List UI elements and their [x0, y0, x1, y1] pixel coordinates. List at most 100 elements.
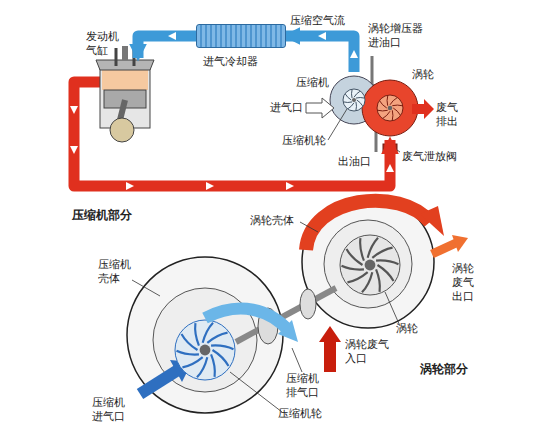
part-label: 进气口 — [270, 101, 310, 115]
wheel-blade — [195, 323, 199, 345]
wheel-disc — [340, 235, 400, 295]
part-label: 涡轮废气 入口 — [345, 338, 393, 366]
exhaust-outlet-arrow-head — [452, 235, 468, 252]
turbine-housing — [302, 196, 434, 328]
wheel-blade — [354, 91, 360, 97]
flow-arrow — [318, 32, 326, 40]
wheel-hub — [388, 106, 393, 111]
wheel-blade — [355, 102, 357, 110]
wheel — [377, 95, 403, 121]
exhaust-outlet-arrow — [432, 243, 456, 254]
turbine: 涡轮 — [370, 80, 410, 140]
exhaust-inlet-arrow — [324, 340, 336, 372]
inlet-arrow — [140, 370, 178, 394]
bearing — [300, 289, 316, 319]
exhaust-flow-arrow-head — [420, 206, 444, 236]
flow-arrow — [70, 146, 78, 154]
wheel-blade — [347, 272, 367, 282]
part-label: 涡轮增压器 进油口 — [368, 22, 428, 50]
flow-arrow — [206, 182, 214, 190]
pipe-connector — [138, 36, 196, 58]
wheel-blade — [345, 94, 351, 100]
wheel-blade — [380, 101, 387, 108]
compressed-air-arrow — [205, 309, 288, 330]
wheel-blade — [356, 97, 364, 99]
wheel-blade — [378, 110, 388, 112]
wheel-disc — [343, 89, 365, 111]
compressor-housing — [127, 257, 283, 413]
exhaust-stub — [80, 77, 102, 88]
intercooler: 进气冷却器 — [196, 24, 286, 48]
wheel — [343, 89, 365, 111]
wheel-blade — [376, 269, 380, 291]
engine-cylinder: 发动机 气缸 — [80, 58, 160, 138]
part-label: 压缩机 排气口 — [286, 372, 324, 400]
part-label: 涡轮壳体 — [250, 214, 300, 228]
exhaust-arrow — [412, 99, 434, 119]
leader-line — [328, 104, 350, 140]
flow-arrow — [168, 32, 176, 40]
wheel-blade — [390, 98, 397, 105]
wheel-blade — [357, 100, 363, 106]
exhaust-inlet-arrow-head — [319, 326, 341, 342]
turbine-volute — [324, 220, 412, 308]
compressor: 压缩机 — [336, 72, 372, 128]
wheel-blade — [344, 101, 352, 103]
part-label: 压缩机 进气口 — [92, 396, 130, 424]
cylinder-head — [96, 60, 154, 70]
leader-line — [230, 372, 282, 412]
pipe-connector — [286, 36, 354, 72]
spark-plug — [122, 46, 128, 60]
node-label: 发动机 气缸 — [86, 30, 122, 58]
node-label: 压缩机 — [296, 76, 332, 90]
section-heading: 涡轮部分 — [420, 362, 480, 376]
part-label: 出油口 — [338, 155, 378, 169]
wheel-blade — [392, 105, 402, 107]
wheel-blade — [342, 266, 364, 270]
node-label: 进气冷却器 — [203, 55, 283, 69]
flow-arrow — [70, 106, 78, 114]
cutaway-illustration — [127, 196, 468, 413]
leader-line — [292, 348, 302, 372]
combustion-chamber — [102, 70, 148, 90]
wheel — [340, 235, 400, 295]
wheel-blade — [207, 333, 227, 343]
wheel-blade — [387, 96, 389, 106]
wheel-blade — [360, 238, 364, 260]
flow-arrow — [286, 182, 294, 190]
wheel-hub — [200, 345, 211, 356]
node-label: 涡轮 — [412, 68, 438, 82]
wheel-blade — [372, 248, 392, 258]
wheel-blade — [393, 108, 400, 115]
part-label: 压缩机 壳体 — [98, 258, 134, 286]
wheel-blade — [348, 103, 354, 109]
flow-arrow — [126, 182, 134, 190]
flow-label: 压缩空气流 — [290, 14, 352, 28]
flow-arrow — [350, 50, 358, 58]
flow-arrow — [386, 164, 394, 172]
wheel-hub — [365, 260, 376, 271]
part-label: 涡轮 — [396, 322, 422, 336]
part-label: 废气泄放阀 — [402, 150, 462, 164]
wheel-blade — [392, 110, 394, 120]
wheel-disc — [175, 320, 235, 380]
wheel-hub — [352, 98, 356, 102]
intake-arrow — [306, 98, 334, 118]
wheel — [175, 320, 235, 380]
wheel-blade — [351, 90, 353, 98]
leader-line — [300, 222, 318, 232]
part-label: 压缩机轮 — [282, 134, 330, 148]
wheel-blade — [376, 260, 398, 264]
engine-illustration — [80, 46, 154, 142]
wheel-blade — [211, 354, 215, 376]
wheel-blade — [211, 345, 233, 349]
leader-line — [132, 280, 160, 296]
wheel-blade — [177, 351, 199, 355]
wheel-disc — [377, 95, 403, 121]
part-label: 废气 排出 — [436, 101, 462, 129]
crankshaft — [110, 118, 134, 142]
wheel-blade — [383, 111, 390, 118]
part-label: 压缩机轮 — [278, 407, 328, 421]
wheel-blade — [182, 357, 202, 367]
